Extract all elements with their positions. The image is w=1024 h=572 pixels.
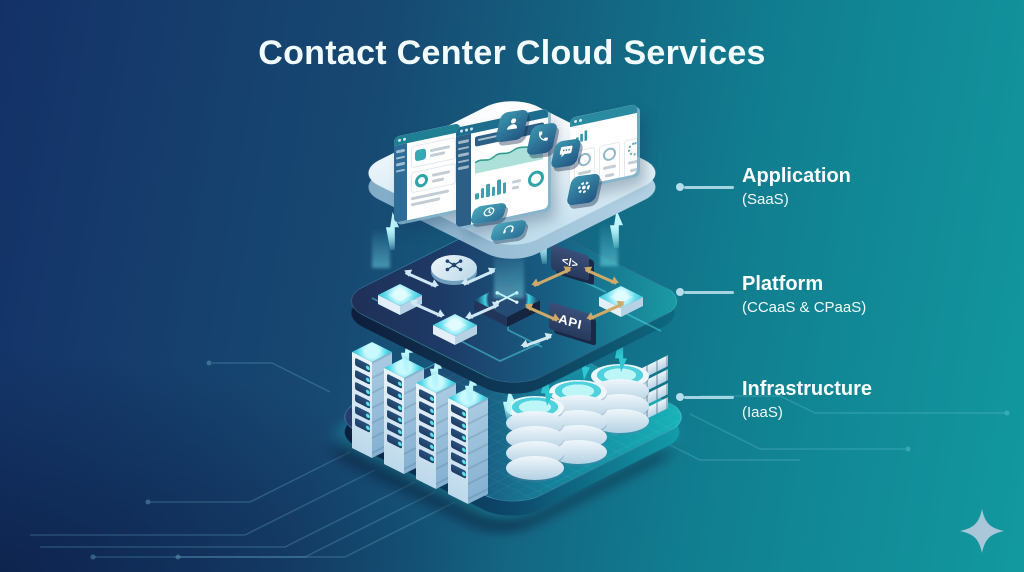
application-label-sub: (SaaS) [742, 191, 789, 208]
headset-icon [500, 222, 517, 239]
sparkle-icon [960, 509, 1004, 558]
window-sidebar [456, 133, 471, 228]
infrastructure-label-sub: (IaaS) [742, 404, 783, 421]
application-connector-line [676, 183, 734, 191]
application-label-title: Application [742, 165, 851, 187]
glow-beam [372, 228, 390, 268]
window-sidebar [394, 143, 407, 224]
voice-tile [525, 122, 559, 156]
chip-module [599, 286, 643, 326]
donut-chart-icon [415, 172, 428, 189]
clock-icon [480, 205, 497, 222]
chat-tile [550, 138, 582, 169]
circle-icon [603, 146, 616, 163]
gear-ring-icon [628, 141, 637, 157]
person-icon [502, 115, 521, 137]
database-stack [549, 380, 607, 464]
share-network-icon [443, 258, 465, 278]
infrastructure-label: Infrastructure (IaaS) [742, 378, 1002, 421]
server-tower [448, 388, 488, 512]
report-card [624, 136, 637, 180]
app-window-contacts [394, 122, 460, 224]
application-label: Application (SaaS) [742, 165, 1002, 208]
page-title: Contact Center Cloud Services [258, 34, 766, 72]
donut-chart-icon [528, 169, 544, 189]
settings-tile [565, 172, 602, 207]
infrastructure-connector-line [676, 393, 734, 401]
api-label: API [558, 310, 582, 333]
phone-icon [534, 129, 551, 149]
database-stack [506, 396, 564, 480]
platform-connector-line [676, 288, 734, 296]
list-item [411, 162, 456, 194]
gear-icon [573, 177, 595, 201]
schedule-tile [469, 202, 508, 225]
circle-icon [578, 151, 591, 168]
platform-label-sub: (CCaaS & CPaaS) [742, 299, 867, 316]
support-tile [489, 219, 528, 242]
agent-tile [494, 109, 530, 143]
app-icon [415, 148, 426, 162]
chat-icon [557, 144, 575, 164]
server-tower [384, 358, 424, 482]
platform-label-title: Platform [742, 273, 824, 295]
infrastructure-label-title: Infrastructure [742, 378, 873, 400]
server-tower [352, 342, 392, 466]
bar-chart [475, 175, 506, 200]
platform-label: Platform (CCaaS & CPaaS) [742, 273, 1002, 316]
